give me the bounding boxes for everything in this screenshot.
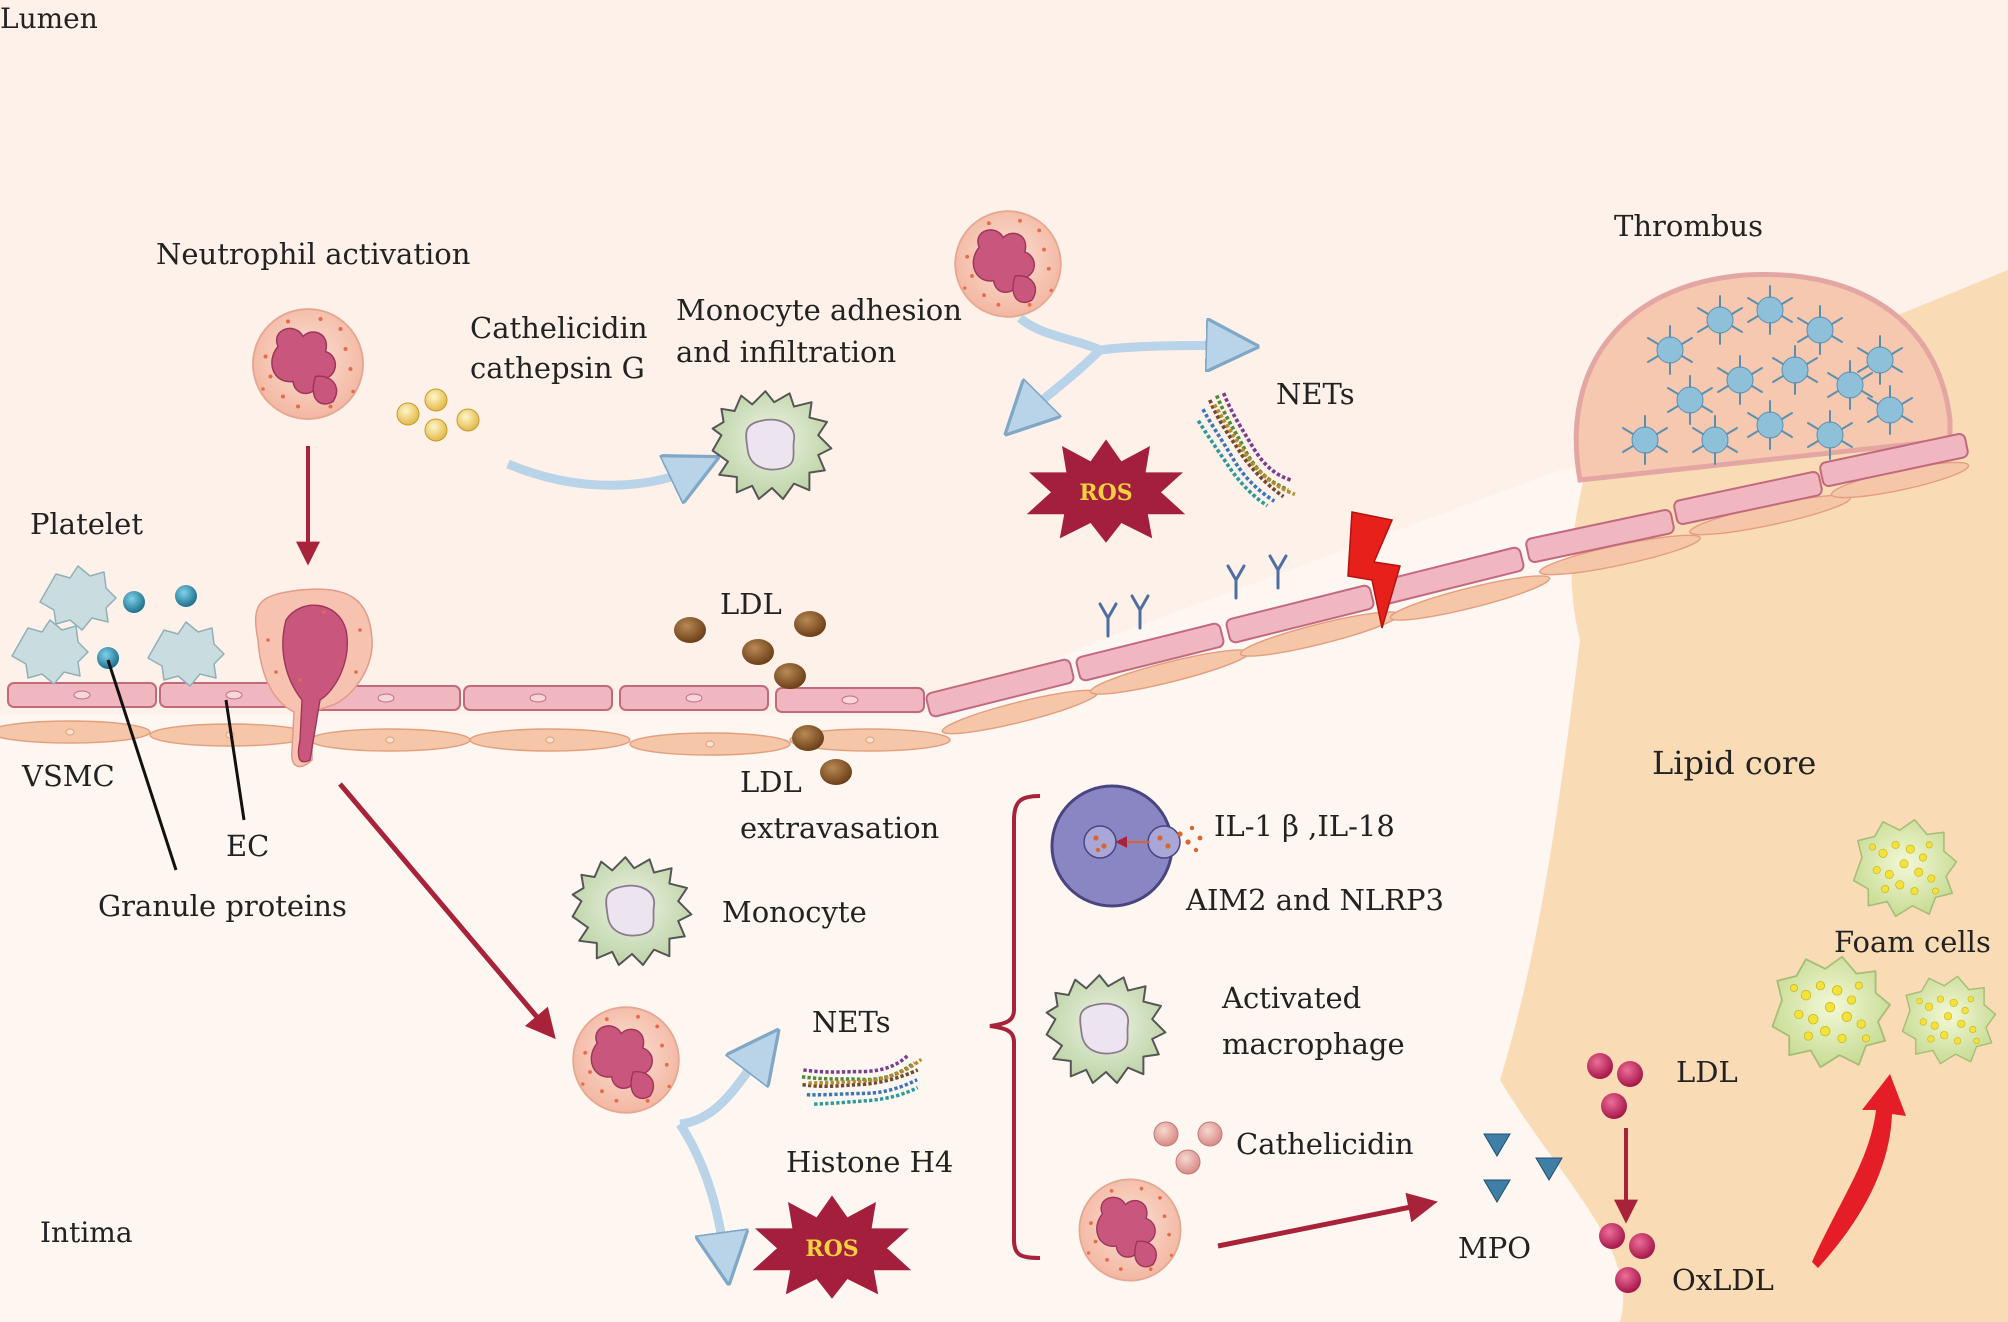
activated-neutrophil (252, 308, 364, 420)
platelet-label: Platelet (30, 507, 143, 541)
ldl-right-label: LDL (1676, 1055, 1738, 1089)
ros-bottom-label: ROS (805, 1236, 858, 1262)
pointer-lines (106, 659, 246, 871)
granule-proteins-label: Granule proteins (98, 889, 347, 923)
ros-release-arrow (676, 1121, 726, 1264)
mpo-neutrophil (1078, 1178, 1182, 1282)
recruit-arrow (506, 464, 700, 485)
ros-top-label: ROS (1079, 480, 1132, 506)
inflammasome-cell (1050, 784, 1203, 908)
adhesion-receptors (1098, 554, 1288, 638)
transmigration-arrow (338, 782, 556, 1040)
ldl-extravasation-label: LDL (740, 765, 802, 799)
intima-neutrophil (572, 1006, 680, 1114)
nets-release-arrow (679, 1046, 766, 1129)
endothelium-layer (7, 432, 1969, 718)
extravasation-label: extravasation (740, 811, 939, 845)
neutrophil-activation-label: Neutrophil activation (156, 237, 470, 271)
oxldl-particles (1599, 1223, 1655, 1293)
lumen-neutrophil (954, 210, 1062, 318)
lipid-core-label: Lipid core (1652, 744, 1816, 782)
cathelicidin-cathepsin-dots (396, 388, 480, 442)
ec-label: EC (226, 829, 269, 863)
mpo-triangles (1483, 1133, 1563, 1203)
cathelicidin-label: Cathelicidin (470, 311, 648, 345)
cathepsin-label: cathepsin G (470, 351, 645, 385)
ros-branch-arrow (1020, 346, 1104, 420)
nets-top-label: NETs (1276, 377, 1355, 411)
activated-label: Activated (1221, 981, 1361, 1015)
foam-arrow (1812, 1074, 1906, 1268)
thrombus (1573, 271, 1953, 483)
net-branch-arrow (1016, 314, 1238, 350)
oxldl-label: OxLDL (1672, 1263, 1774, 1297)
bracket (989, 794, 1041, 1260)
macrophage-label: macrophage (1222, 1027, 1405, 1061)
intima-label: Intima (40, 1216, 133, 1249)
infiltration-label: and infiltration (676, 335, 896, 369)
mpo-label: MPO (1458, 1231, 1531, 1265)
foam-cells-label: Foam cells (1834, 925, 1991, 959)
ldl-right (1587, 1053, 1643, 1119)
ldl-particles (674, 611, 852, 785)
monocyte-label: Monocyte (722, 895, 867, 929)
vsmc-label: VSMC (21, 759, 115, 793)
monocyte-adhesion-label: Monocyte adhesion (676, 293, 962, 327)
il-label: IL-1 β ,IL-18 (1214, 809, 1395, 843)
cathelicidin-dots (1153, 1121, 1223, 1175)
lightning-icon (1347, 511, 1401, 629)
granule-proteins (97, 585, 197, 669)
cathelicidin-bottom-label: Cathelicidin (1236, 1127, 1414, 1161)
transmigrating-neutrophil (254, 588, 373, 768)
nets-bottom-label: NETs (812, 1005, 891, 1039)
lumen-label: Lumen (0, 2, 98, 35)
histone-label: Histone H4 (786, 1145, 953, 1179)
aim2-label: AIM2 and NLRP3 (1185, 883, 1444, 917)
thrombus-label: Thrombus (1614, 209, 1763, 243)
mpo-arrow (1217, 1192, 1438, 1249)
ldl-top-label: LDL (720, 587, 782, 621)
